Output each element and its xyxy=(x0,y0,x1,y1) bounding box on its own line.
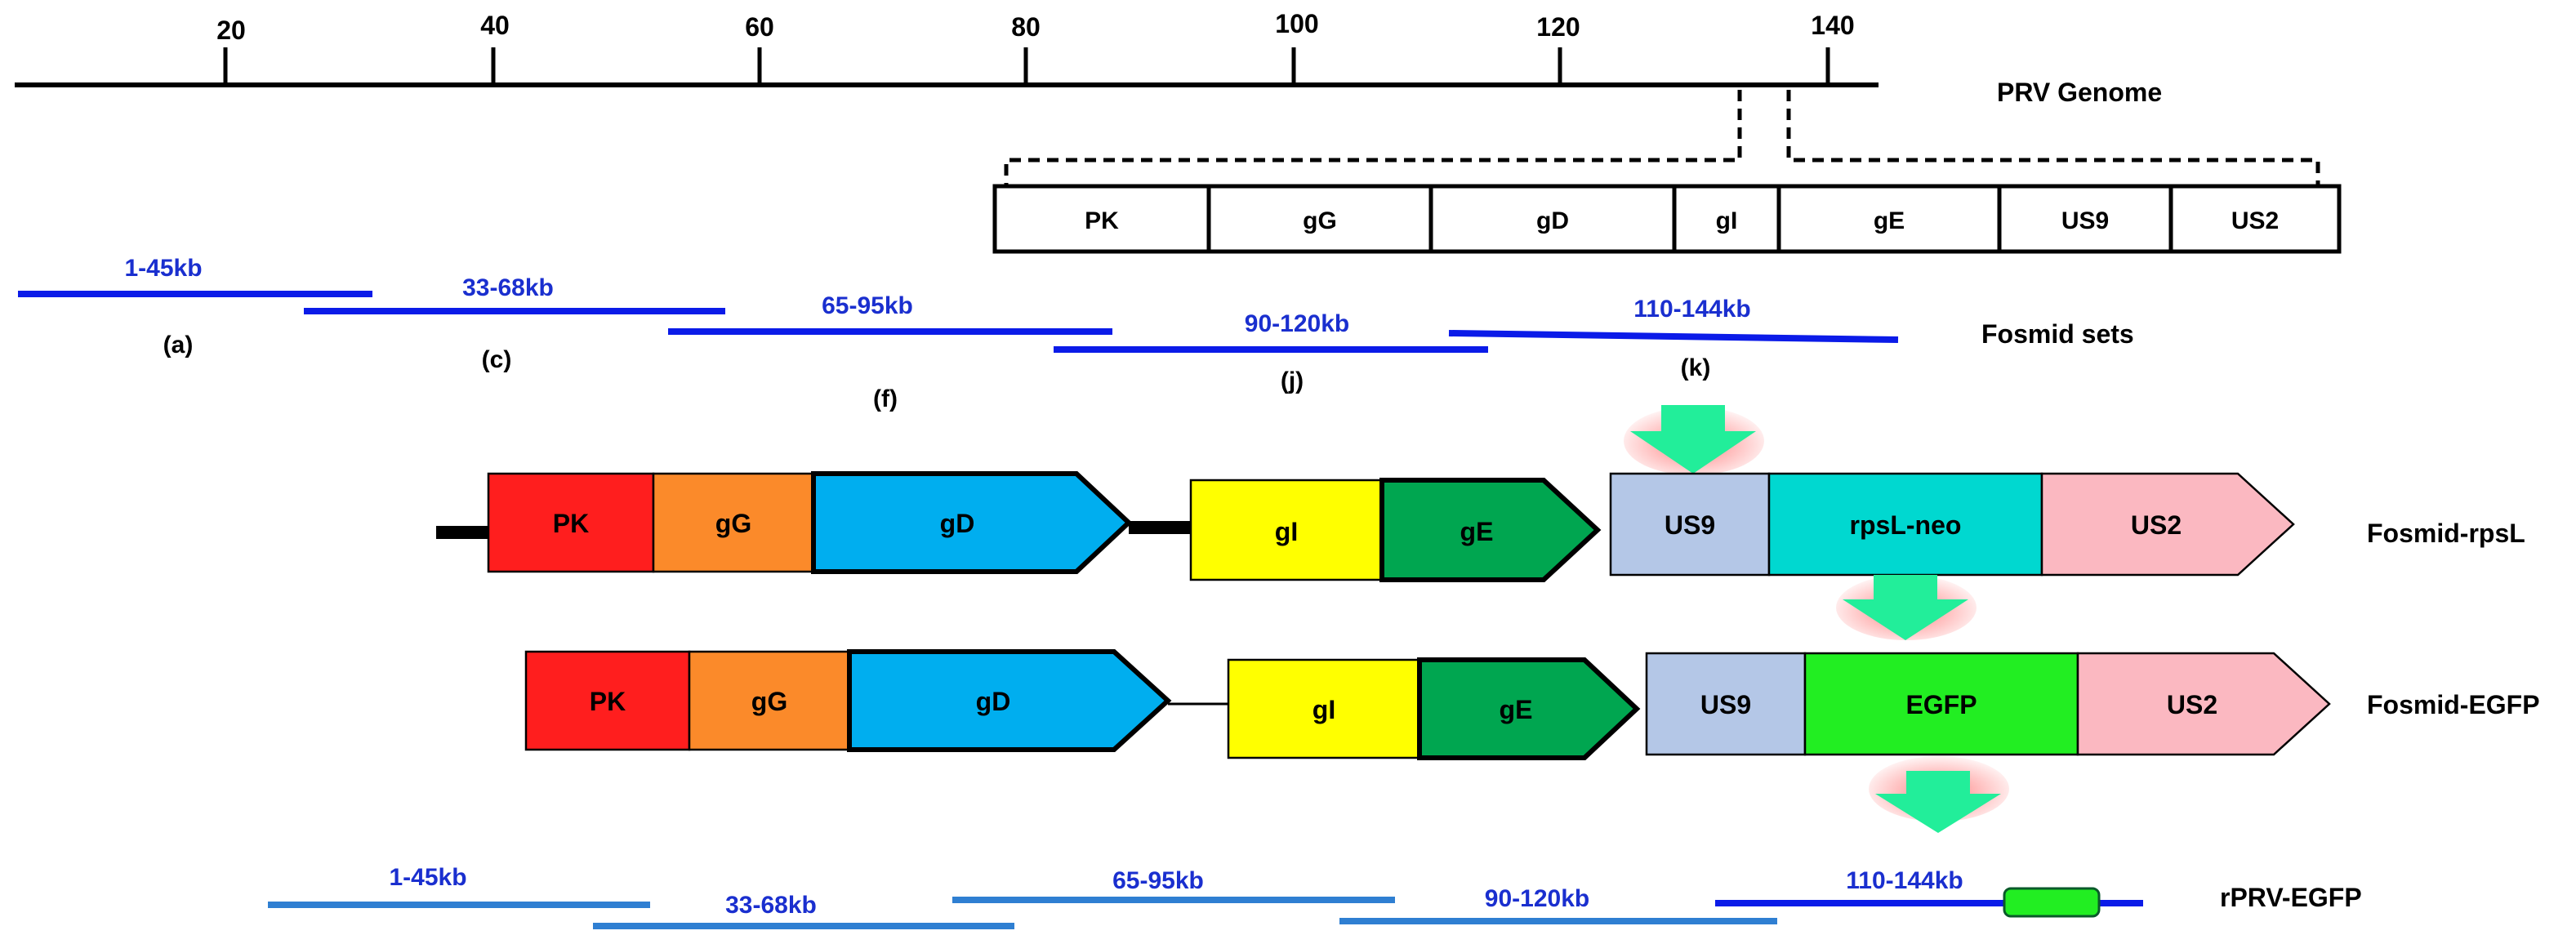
set-label-c: (c) xyxy=(482,346,512,373)
fragment-label-j: 90-120kb xyxy=(1245,310,1349,337)
fragment-label-c: 33-68kb xyxy=(462,274,554,301)
down-arrow-icon xyxy=(1875,771,2001,833)
gene-label: gI xyxy=(1275,517,1298,546)
gene-gd xyxy=(811,471,1133,574)
down-arrow-icon xyxy=(1630,405,1756,474)
tick-label: 140 xyxy=(1811,11,1854,40)
gene-us9 xyxy=(1645,652,1807,756)
process-arrow-2 xyxy=(1836,575,1977,640)
fosmid-sets-label: Fosmid sets xyxy=(1981,319,2134,349)
region-box-frame xyxy=(992,184,2342,254)
gene-label: gD xyxy=(940,509,975,538)
fragment-label-a: 1-45kb xyxy=(124,255,202,282)
construct-label: Fosmid-rpsL xyxy=(2367,519,2525,548)
region-box-gd: gD xyxy=(1536,207,1569,234)
gene-gi xyxy=(1189,479,1384,581)
region-box-ge: gE xyxy=(1874,207,1905,234)
tick-label: 120 xyxy=(1536,12,1580,42)
gene-label: gG xyxy=(715,509,751,538)
gene-label: PK xyxy=(553,509,589,538)
tick-label: 20 xyxy=(216,16,246,45)
fragment-label-f: 65-95kb xyxy=(822,292,913,319)
gene-label: US2 xyxy=(2167,690,2217,719)
region-box-gg: gG xyxy=(1303,207,1337,234)
zoom-line-left xyxy=(1004,90,1742,186)
region-box-gi: gI xyxy=(1716,207,1738,234)
construct-label: Fosmid-EGFP xyxy=(2367,690,2540,719)
gene-label: gE xyxy=(1500,695,1533,724)
zoom-callout xyxy=(1004,90,2320,186)
gene-egfp xyxy=(1803,652,2079,756)
set-label-f: (f) xyxy=(873,385,898,412)
recombinant-fragment-label: 65-95kb xyxy=(1112,867,1204,894)
recombinant-rprv-egfp: 1-45kb 33-68kb 65-95kb 90-120kb 110-144k… xyxy=(268,864,2362,929)
gene-ge xyxy=(1379,478,1602,582)
gene-label: gE xyxy=(1460,517,1494,546)
zoom-line-right xyxy=(1786,90,2320,186)
gene-gd xyxy=(847,649,1172,752)
gene-label: EGFP xyxy=(1905,690,1977,719)
gene-label: US9 xyxy=(1665,510,1715,540)
process-arrow-3 xyxy=(1869,756,2009,833)
genome-ticks: 20 40 60 80 100 120 140 xyxy=(216,9,1855,85)
gene-label: gG xyxy=(751,687,787,716)
down-arrow-icon xyxy=(1843,575,1968,640)
set-label-j: (j) xyxy=(1281,367,1304,394)
tick-label: 100 xyxy=(1275,9,1318,38)
region-box-row: PK gG gD gI gE US9 US2 xyxy=(992,184,2342,254)
construct-fosmid-rpsl: PK gG gD gI gE US9 rpsL-neo US2 Fosmid-r… xyxy=(436,471,2525,582)
genome-label: PRV Genome xyxy=(1997,78,2162,107)
process-arrow-1 xyxy=(1624,405,1764,475)
set-label-k: (k) xyxy=(1681,354,1711,381)
gene-label: US2 xyxy=(2131,510,2182,540)
gene-pk xyxy=(524,650,691,751)
gene-label: gI xyxy=(1313,695,1335,724)
tick-label: 80 xyxy=(1011,12,1041,42)
gene-label: rpsL-neo xyxy=(1850,510,1962,540)
recombinant-fragment-label: 90-120kb xyxy=(1485,885,1589,912)
fosmid-fragment-k xyxy=(1448,330,1899,343)
gene-us2 xyxy=(2040,472,2295,577)
recombinant-fragment-label: 1-45kb xyxy=(389,864,466,891)
fragment-label-k: 110-144kb xyxy=(1633,296,1750,323)
gene-label: gD xyxy=(976,687,1011,716)
recombinant-fragment-label: 33-68kb xyxy=(725,892,817,919)
gene-gi xyxy=(1227,658,1421,759)
gene-us9 xyxy=(1609,472,1771,577)
fosmid-sets: 1-45kb 33-68kb 65-95kb 90-120kb 110-144k… xyxy=(18,255,2134,412)
region-box-pk: PK xyxy=(1085,207,1119,234)
region-box-us2: US2 xyxy=(2231,207,2279,234)
construct-fosmid-egfp: PK gG gD gI gE US9 EGFP US2 Fosmid-EGFP xyxy=(524,649,2540,760)
region-box-us9: US9 xyxy=(2061,207,2109,234)
gene-label: US9 xyxy=(1700,690,1751,719)
tick-label: 40 xyxy=(480,11,510,40)
gene-pk xyxy=(487,472,655,573)
gene-label: PK xyxy=(590,687,626,716)
recombinant-label: rPRV-EGFP xyxy=(2220,883,2362,912)
tick-label: 60 xyxy=(745,12,774,42)
recombinant-fragment-label: 110-144kb xyxy=(1846,867,1963,894)
gene-us2 xyxy=(2076,652,2331,756)
set-label-a: (a) xyxy=(163,332,194,358)
egfp-insert xyxy=(2003,887,2101,918)
gene-gg xyxy=(688,650,851,751)
gene-ge xyxy=(1417,657,1641,760)
genome-ruler: 20 40 60 80 100 120 140 PRV Genome xyxy=(15,9,2162,107)
